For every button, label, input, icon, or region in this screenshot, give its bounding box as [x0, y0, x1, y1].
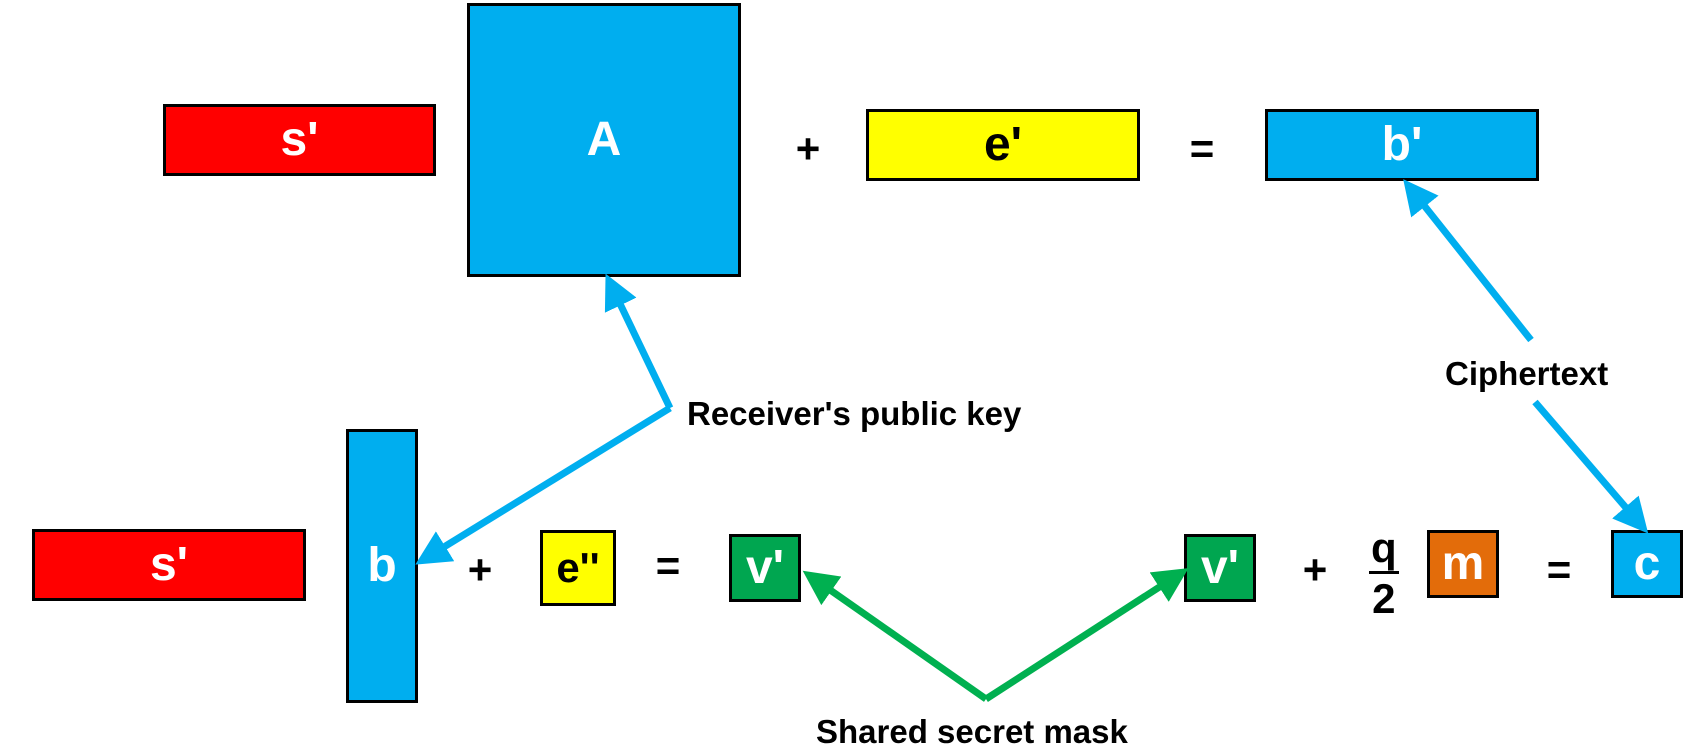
matrix-a: A [467, 3, 741, 277]
equals-sign-bottom-2: = [1546, 546, 1572, 593]
plus-sign-top: + [795, 125, 821, 172]
m-label: m [1441, 537, 1485, 590]
arrow-ciphertext-to-c [1532, 399, 1649, 534]
e-prime-label: e' [983, 118, 1023, 171]
e-double-prime-scalar: e'' [540, 530, 616, 606]
plus-sign-bottom-1: + [467, 546, 493, 593]
arrow-mask-to-v-prime-right [984, 568, 1189, 702]
v-prime-right-label: v' [1200, 541, 1240, 594]
s-prime-top-label: s' [280, 113, 319, 166]
ciphertext-label: Ciphertext [1445, 355, 1609, 392]
v-prime-scalar-left: v' [729, 534, 801, 602]
v-prime-left-label: v' [745, 541, 785, 594]
matrix-a-label: A [586, 113, 622, 166]
e-double-prime-label: e'' [556, 544, 600, 591]
b-prime-row-vector: b' [1265, 109, 1539, 181]
arrow-public-key-to-b [415, 405, 672, 565]
e-prime-row-vector: e' [866, 109, 1140, 181]
b-prime-label: b' [1381, 118, 1423, 171]
s-prime-bottom-label: s' [149, 538, 189, 591]
arrow-mask-to-v-prime-left [802, 570, 989, 702]
receivers-public-key-label: Receiver's public key [687, 395, 1022, 432]
s-prime-row-vector-bottom: s' [32, 529, 306, 601]
equals-sign-bottom-1: = [655, 542, 681, 589]
s-prime-row-vector-top: s' [163, 104, 436, 176]
equals-sign-top: = [1189, 125, 1215, 172]
b-column-vector: b [346, 429, 418, 703]
ciphertext-c-scalar: c [1611, 530, 1683, 598]
c-label: c [1633, 537, 1661, 590]
fraction-denominator: 2 [1372, 575, 1396, 622]
message-m-scalar: m [1427, 530, 1499, 598]
arrow-ciphertext-to-b-prime [1403, 179, 1534, 343]
q-over-2-fraction: q 2 [1369, 527, 1399, 620]
fraction-numerator: q [1369, 527, 1399, 574]
b-label: b [367, 539, 397, 592]
plus-sign-bottom-2: + [1302, 546, 1328, 593]
arrow-public-key-to-a [604, 273, 674, 410]
shared-secret-mask-label: Shared secret mask [816, 713, 1128, 749]
v-prime-scalar-right: v' [1184, 534, 1256, 602]
